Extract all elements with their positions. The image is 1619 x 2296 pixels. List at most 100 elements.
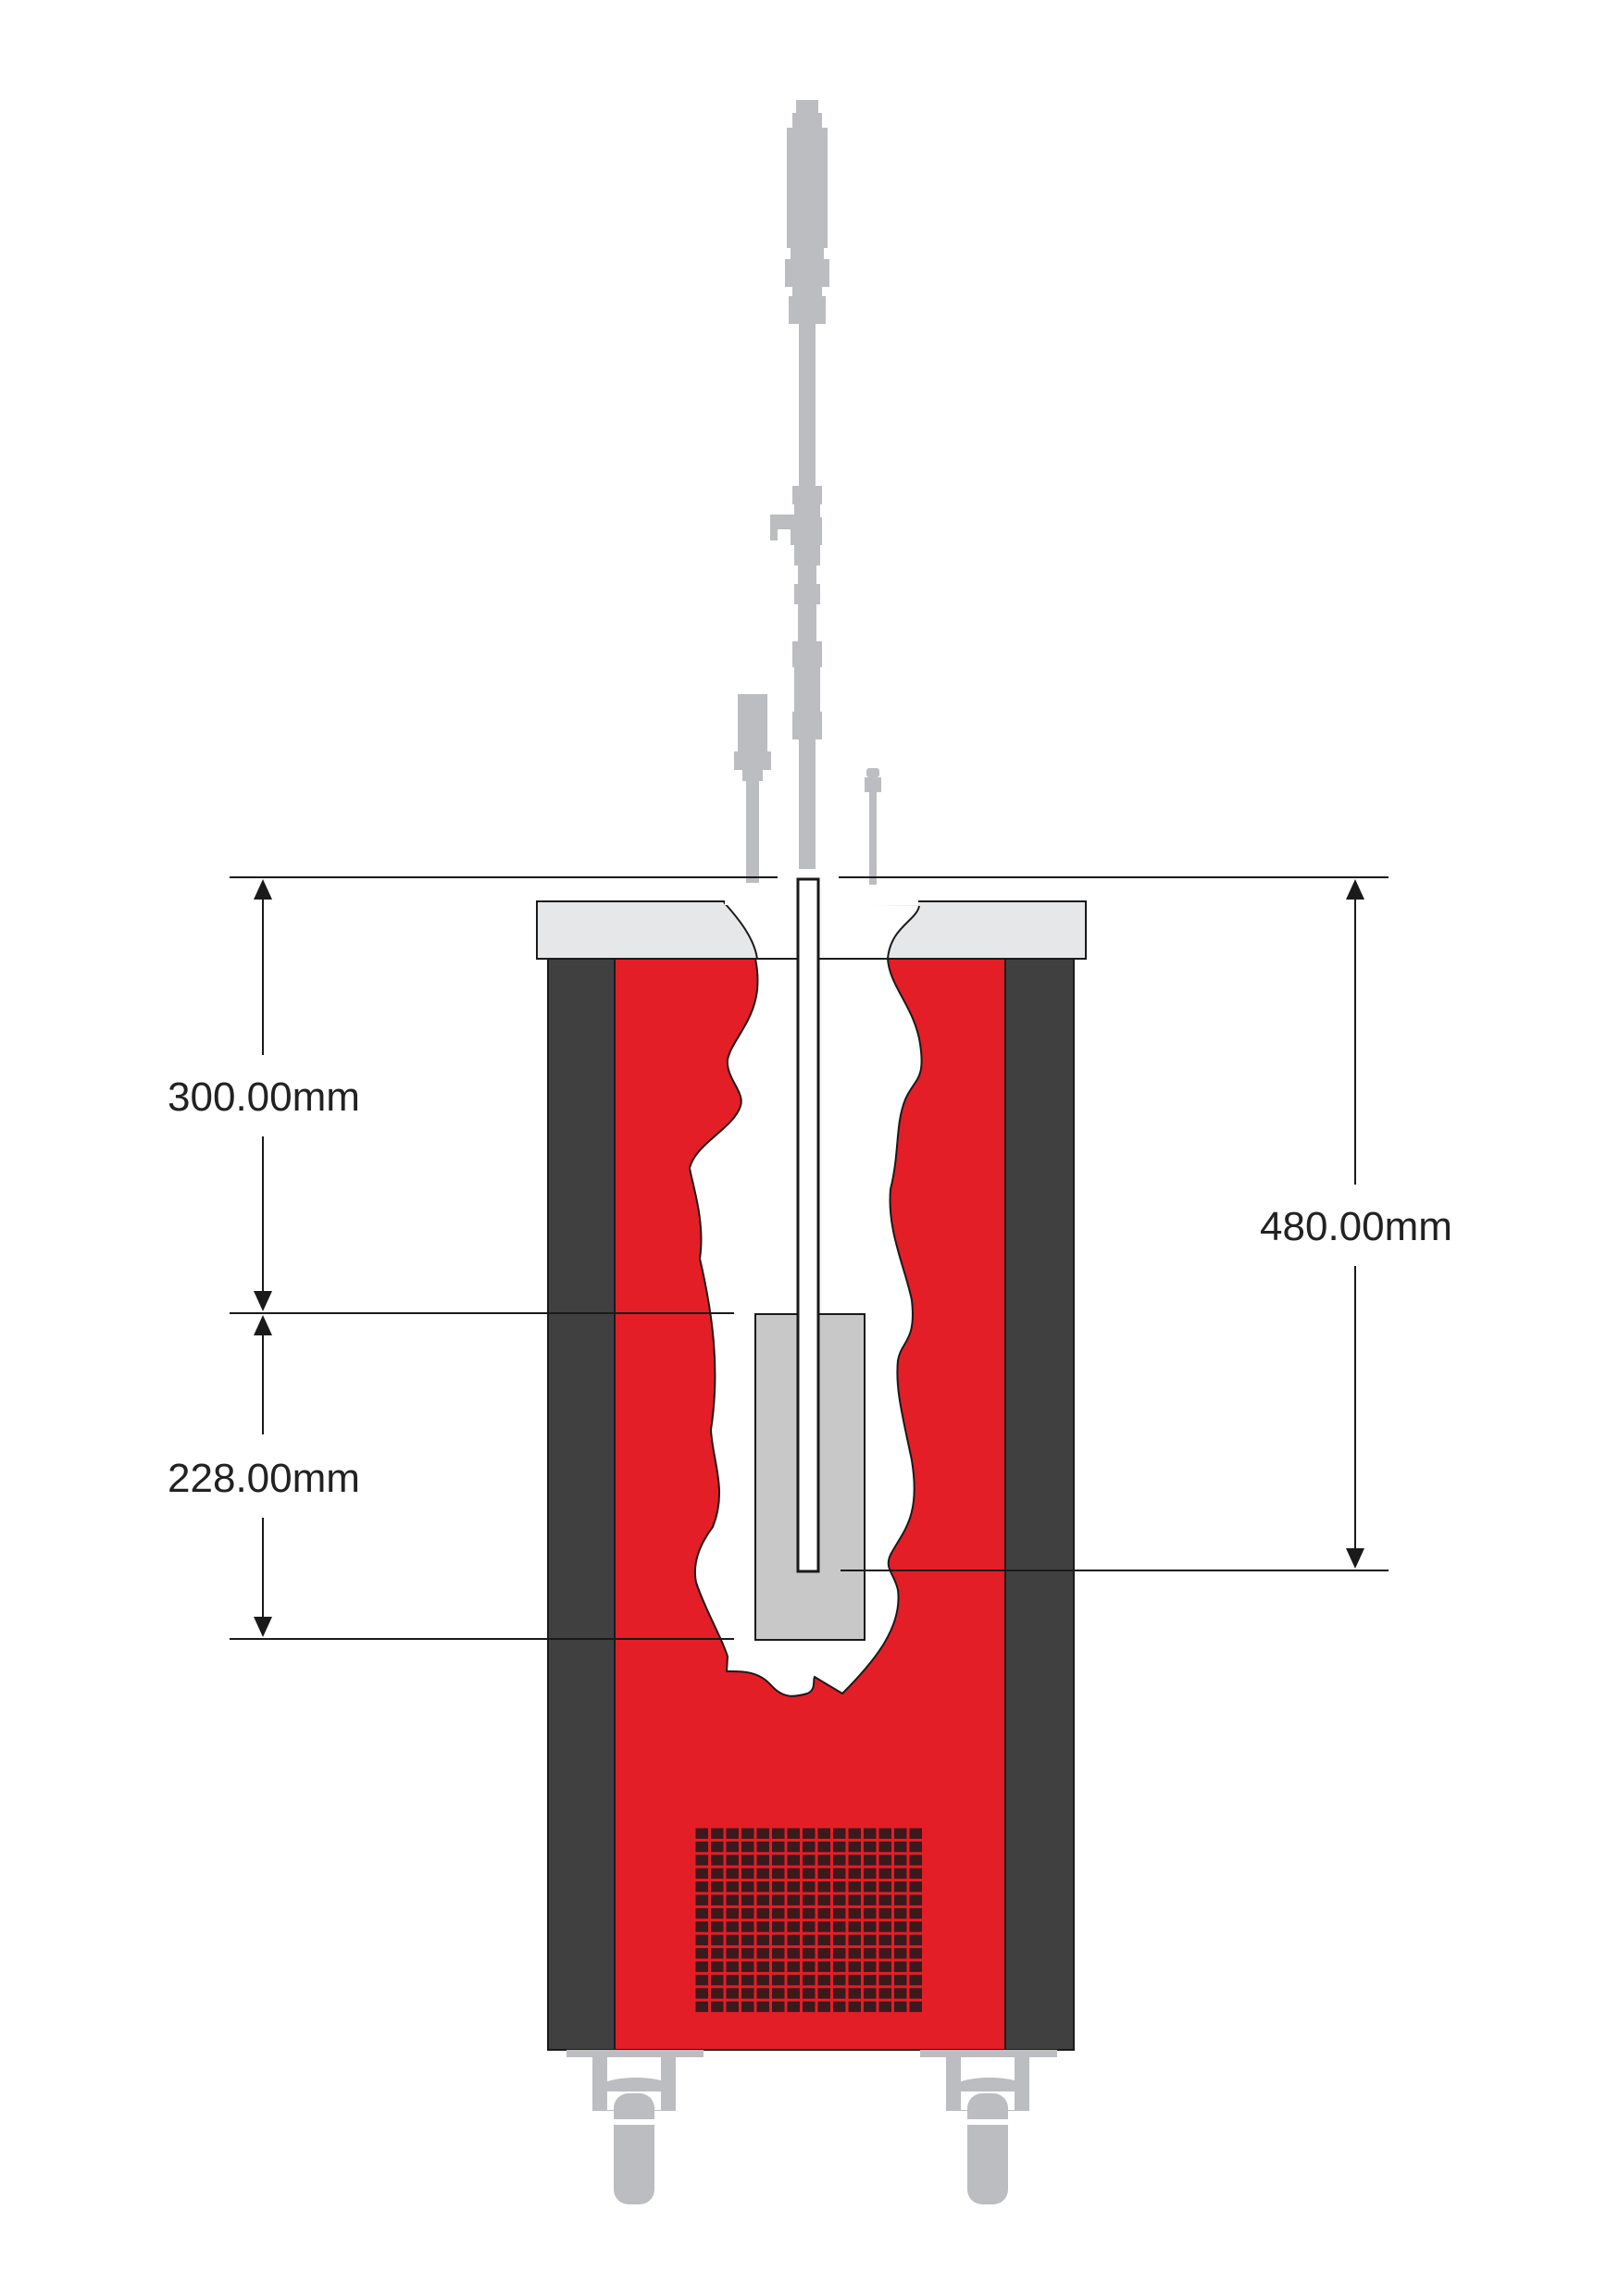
- vent-slot: [894, 1828, 907, 1839]
- vent-slot: [787, 1868, 800, 1880]
- vent-slot: [833, 1974, 846, 1986]
- vent-slot: [741, 1894, 754, 1905]
- vent-slot: [817, 1894, 830, 1905]
- vent-slot: [695, 2001, 708, 2013]
- vent-slot: [833, 1948, 846, 1959]
- vent-slot: [695, 1988, 708, 1999]
- vent-slot: [695, 1855, 708, 1866]
- vent-slot: [909, 1868, 922, 1880]
- vent-slot: [878, 1841, 891, 1853]
- vent-slot: [772, 1948, 785, 1959]
- vent-slot: [848, 1841, 861, 1853]
- vent-slot: [909, 1907, 922, 1919]
- vent-slot: [833, 1855, 846, 1866]
- vent-slot: [741, 1907, 754, 1919]
- vent-slot: [787, 1988, 800, 1999]
- vent-slot: [787, 2001, 800, 2013]
- vent-slot: [741, 1855, 754, 1866]
- vent-slot: [695, 1948, 708, 1959]
- vent-slot: [772, 1881, 785, 1893]
- vent-slot: [711, 1907, 724, 1919]
- upper-depth-label: 300.00mm: [168, 1074, 360, 1120]
- vent-slot: [833, 1921, 846, 1932]
- vent-slot: [909, 1881, 922, 1893]
- vent-slot: [741, 1828, 754, 1839]
- vent-slot: [909, 1855, 922, 1866]
- arrow-down-icon: [254, 1291, 272, 1311]
- vent-slot: [756, 1934, 769, 1946]
- vent-slot: [878, 2001, 891, 2013]
- vent-slot: [787, 1841, 800, 1853]
- vent-slot: [817, 1921, 830, 1932]
- vent-slot: [711, 1868, 724, 1880]
- vent-slot: [803, 1961, 816, 1972]
- vent-slot: [894, 1868, 907, 1880]
- vent-slot: [711, 1841, 724, 1853]
- vent-slot: [817, 1855, 830, 1866]
- vent-slot: [817, 1974, 830, 1986]
- vent-slot: [803, 1881, 816, 1893]
- vent-slot: [833, 1961, 846, 1972]
- vent-slot: [787, 1828, 800, 1839]
- vent-slot: [787, 1894, 800, 1905]
- vent-slot: [848, 1828, 861, 1839]
- vent-slot: [878, 1934, 891, 1946]
- vent-slot: [848, 1988, 861, 1999]
- vent-slot: [848, 1948, 861, 1959]
- vent-slot: [787, 1974, 800, 1986]
- vent-slot: [787, 1934, 800, 1946]
- vent-slot: [817, 1948, 830, 1959]
- vent-slot: [848, 1868, 861, 1880]
- vent-slot: [726, 1948, 739, 1959]
- vent-slot: [833, 1934, 846, 1946]
- caster-wheel-icon: [567, 2050, 1057, 2204]
- vent-slot: [772, 1921, 785, 1932]
- vent-slot: [878, 1974, 891, 1986]
- vent-slot: [756, 1855, 769, 1866]
- vent-slot: [726, 1921, 739, 1932]
- vent-slot: [756, 1948, 769, 1959]
- vent-slot: [833, 1841, 846, 1853]
- vent-slot: [726, 1881, 739, 1893]
- vent-slot: [894, 1988, 907, 1999]
- vent-slot: [803, 1894, 816, 1905]
- vent-slot: [711, 1894, 724, 1905]
- vent-slot: [711, 1974, 724, 1986]
- vent-slot: [756, 1961, 769, 1972]
- vent-slot: [894, 1881, 907, 1893]
- vent-slot: [864, 1841, 877, 1853]
- vent-slot: [833, 1988, 846, 1999]
- vent-slot: [878, 1828, 891, 1839]
- vent-slot: [848, 1894, 861, 1905]
- vent-slot: [772, 1841, 785, 1853]
- vent-slot: [726, 1974, 739, 1986]
- vent-slot: [741, 1921, 754, 1932]
- vent-slot: [772, 1828, 785, 1839]
- vent-slot: [848, 1921, 861, 1932]
- vent-slot: [711, 1828, 724, 1839]
- vent-slot: [726, 1855, 739, 1866]
- vent-slot: [864, 1881, 877, 1893]
- vent-slot: [726, 1961, 739, 1972]
- vent-slot: [864, 1948, 877, 1959]
- vent-slot: [864, 1907, 877, 1919]
- vent-slot: [848, 1907, 861, 1919]
- vent-slot: [711, 1921, 724, 1932]
- vent-slot: [878, 1921, 891, 1932]
- vent-slot: [864, 1921, 877, 1932]
- vent-slot: [787, 1881, 800, 1893]
- vent-slot: [756, 1828, 769, 1839]
- lower-depth-label: 228.00mm: [168, 1456, 360, 1501]
- vent-slot: [803, 1988, 816, 1999]
- vent-slot: [711, 1988, 724, 1999]
- vent-slot: [909, 1948, 922, 1959]
- vent-slot: [878, 1894, 891, 1905]
- vent-slot: [894, 1948, 907, 1959]
- vent-slot: [848, 1934, 861, 1946]
- vent-slot: [772, 1868, 785, 1880]
- vent-slot: [909, 1988, 922, 1999]
- vent-slot: [803, 2001, 816, 2013]
- dimension-lines: [230, 876, 1389, 1640]
- vent-slot: [909, 1934, 922, 1946]
- vent-slot: [864, 1988, 877, 1999]
